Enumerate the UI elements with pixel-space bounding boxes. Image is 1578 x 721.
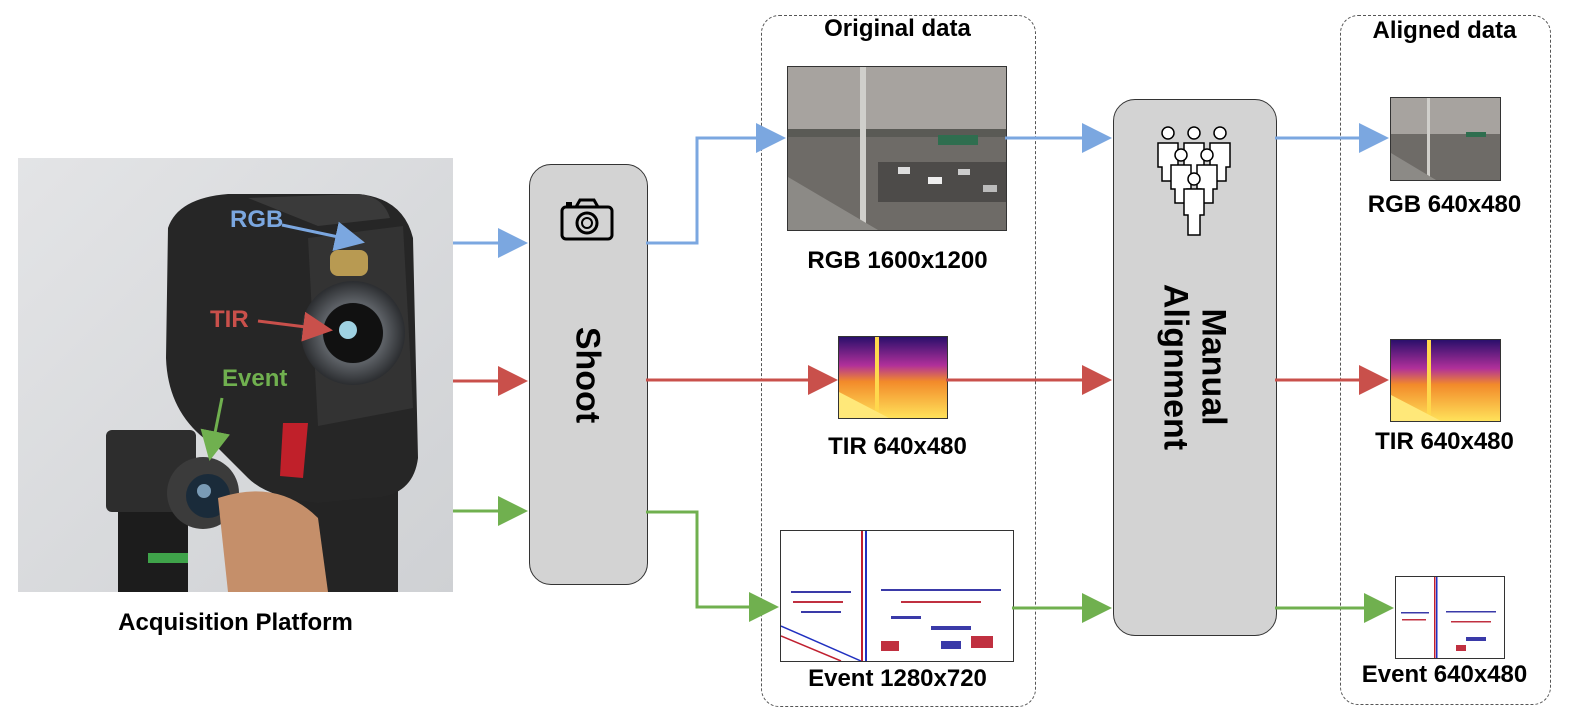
tir-callout-label: TIR [210,306,249,333]
original-data-group [761,15,1036,707]
aligned-rgb-label: RGB 640x480 [1367,191,1522,218]
people-group-icon [1154,125,1234,242]
aligned-data-group [1340,15,1551,705]
rgb-callout-label: RGB [230,206,284,233]
original-event-image [780,530,1014,662]
aligned-tir-image [1390,339,1501,422]
original-data-title: Original data [824,15,971,42]
original-tir-label: TIR 640x480 [828,433,967,460]
alignment-label-line2: Alignment [1156,283,1195,451]
event-arrow-to-original [646,510,779,622]
aligned-rgb-image [1390,97,1501,181]
original-event-label: Event 1280x720 [808,665,987,692]
acquisition-platform-photo [18,158,453,592]
alignment-label-line1: Manual [1194,308,1233,426]
aligned-event-label: Event 640x480 [1361,661,1528,688]
shoot-label: Shoot [568,326,607,424]
platform-caption: Acquisition Platform [118,609,353,636]
original-rgb-image [787,66,1007,231]
aligned-event-image [1395,576,1505,659]
camera-icon [560,198,614,247]
original-tir-image [838,336,948,419]
aligned-data-title: Aligned data [1372,17,1517,44]
aligned-tir-label: TIR 640x480 [1375,428,1514,455]
event-callout-label: Event [222,365,288,392]
original-rgb-label: RGB 1600x1200 [807,247,988,274]
